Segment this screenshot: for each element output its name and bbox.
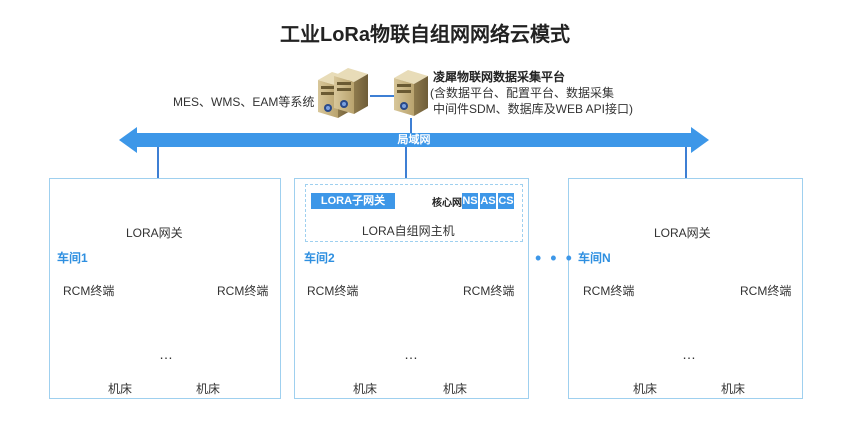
lan-label: 局域网 <box>397 134 431 146</box>
workshop-panel-2 <box>294 178 529 399</box>
machines-ellipsis-n: … <box>682 346 696 362</box>
machine-label-n-right: 机床 <box>721 382 746 396</box>
core-network-label: 核心网 <box>432 198 462 209</box>
lan-bar <box>119 127 709 153</box>
workshop-name-2: 车间2 <box>304 251 335 265</box>
ns-tag: NS <box>462 193 478 209</box>
platform-server-icon <box>394 70 428 116</box>
workshop-panel-1 <box>49 178 281 399</box>
terminal-label-n-left: RCM终端 <box>583 284 635 298</box>
gateway-label-2: LORA自组网主机 <box>362 224 455 238</box>
terminal-label-1-right: RCM终端 <box>217 284 269 298</box>
machines-ellipsis-2: … <box>404 346 418 362</box>
terminal-label-2-left: RCM终端 <box>307 284 359 298</box>
terminal-label-2-right: RCM终端 <box>463 284 515 298</box>
machine-label-2-right: 机床 <box>443 382 468 396</box>
platform-desc-line-2: 中间件SDM、数据库及WEB API接口) <box>433 102 634 116</box>
machines-ellipsis-1: … <box>159 346 173 362</box>
machine-label-2-left: 机床 <box>353 382 378 396</box>
mes-systems-label: MES、WMS、EAM等系统 <box>173 95 315 109</box>
cs-tag: CS <box>498 193 514 209</box>
terminal-label-n-right: RCM终端 <box>740 284 792 298</box>
as-tag: AS <box>480 193 496 209</box>
workshop-name-1: 车间1 <box>57 251 88 265</box>
page-title: 工业LoRa物联自组网网络云模式 <box>280 24 570 46</box>
machine-label-1-right: 机床 <box>196 382 221 396</box>
machine-label-n-left: 机床 <box>633 382 658 396</box>
gateway-label-n: LORA网关 <box>654 226 711 240</box>
more-workshops-dots: • • • <box>535 248 574 268</box>
machine-label-1-left: 机床 <box>108 382 133 396</box>
platform-title: 凌犀物联网数据采集平台 <box>433 70 566 84</box>
workshop-name-n: 车间N <box>578 251 611 265</box>
lora-sub-gateway-tag: LORA子网关 <box>311 193 395 209</box>
mes-server-icon <box>318 68 368 118</box>
gateway-label-1: LORA网关 <box>126 226 183 240</box>
platform-desc-line-1: (含数据平台、配置平台、数据采集 <box>430 86 614 100</box>
lora-host-box <box>305 184 523 242</box>
terminal-label-1-left: RCM终端 <box>63 284 115 298</box>
workshop-panel-n <box>568 178 803 399</box>
